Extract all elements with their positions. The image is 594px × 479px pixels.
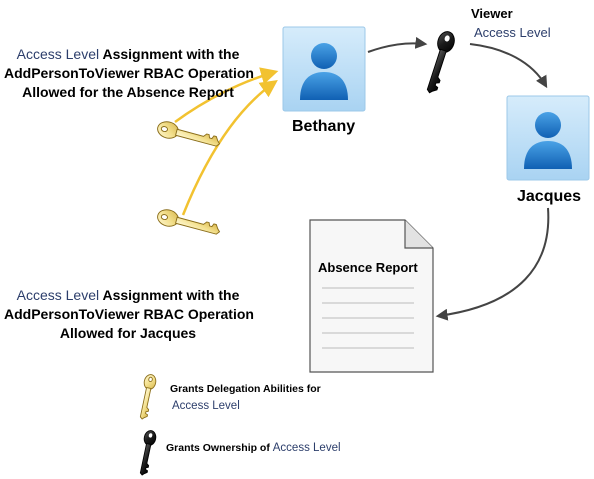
legend-ownership-row: Grants Ownership of Access Level	[166, 442, 341, 454]
gold-key-top-icon	[155, 119, 223, 153]
viewer-access-level: Access Level	[474, 25, 551, 40]
caption-top-keyword: Access Level	[16, 46, 100, 62]
caption-bottom-line1-text: Assignment with the	[99, 287, 240, 303]
gold-arrow-bottom	[181, 79, 278, 216]
bethany-name: Bethany	[292, 118, 356, 135]
legend-black-key-icon	[136, 429, 158, 477]
absence-report-document-icon	[309, 219, 434, 373]
caption-bottom-line2: AddPersonToViewer RBAC Operation	[4, 306, 254, 322]
legend-ownership-text: Grants Ownership of	[166, 442, 273, 454]
caption-top-line1-text: Assignment with the	[99, 46, 240, 62]
legend-delegation-text: Grants Delegation Abilities for	[170, 383, 321, 395]
caption-bottom: Access Level Assignment with the AddPers…	[4, 286, 254, 343]
arrow-bethany-to-viewer	[367, 36, 428, 53]
caption-bottom-line3: Allowed for Jacques	[59, 325, 197, 341]
caption-top-line1: Access Level Assignment with the	[4, 45, 252, 64]
legend-gold-key-icon	[136, 373, 158, 421]
gold-arrow-top	[174, 67, 279, 124]
legend-ownership-keyword: Access Level	[272, 442, 341, 454]
viewer-black-key-icon	[421, 29, 458, 96]
viewer-label: Viewer	[471, 6, 513, 21]
arrow-viewer-to-jacques	[469, 43, 548, 89]
legend-delegation-keyword: Access Level	[172, 400, 240, 412]
jacques-person-icon	[506, 95, 590, 181]
caption-top-line3: Allowed for the Absence Report	[22, 84, 234, 100]
caption-bottom-keyword: Access Level	[16, 287, 100, 303]
caption-bottom-line1: Access Level Assignment with the	[4, 286, 252, 305]
arrow-jacques-to-report	[435, 207, 550, 321]
caption-top-line2: AddPersonToViewer RBAC Operation	[4, 65, 254, 81]
bethany-person-icon	[282, 26, 366, 112]
gold-key-bottom-icon	[155, 207, 223, 241]
caption-top: Access Level Assignment with the AddPers…	[4, 45, 254, 102]
jacques-name: Jacques	[517, 188, 582, 205]
report-title: Absence Report	[318, 260, 418, 275]
